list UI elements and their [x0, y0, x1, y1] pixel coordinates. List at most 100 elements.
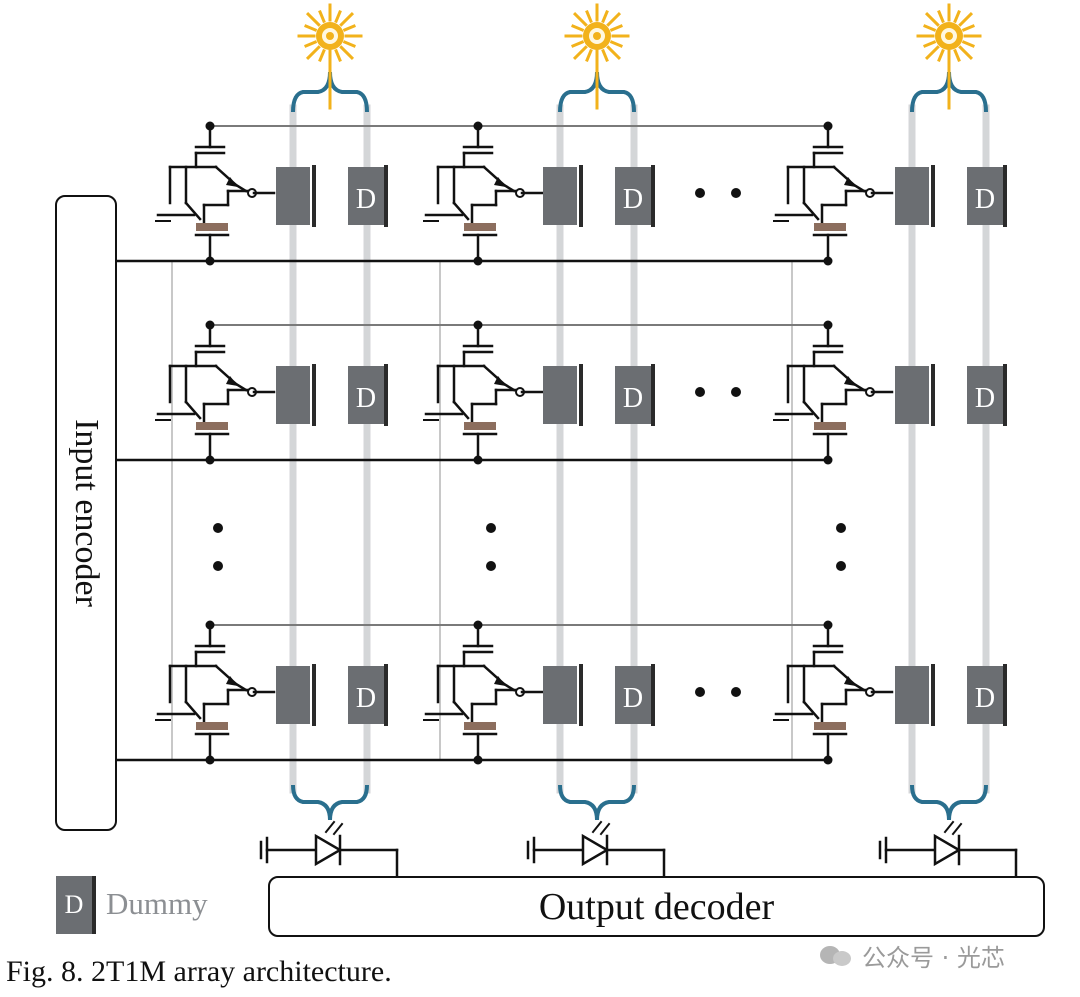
junction-dot: [205, 620, 215, 630]
transistor-icon: [155, 121, 276, 266]
photodiode-icon: [259, 820, 399, 878]
transistor-icon: [155, 320, 276, 465]
legend-dummy-letter: D: [64, 890, 84, 919]
ellipsis-dot: [695, 687, 705, 697]
junction-dot: [473, 121, 483, 131]
input-encoder-label: Input encoder: [68, 419, 105, 607]
ground-icon: [878, 836, 888, 864]
ellipsis-dot: [486, 561, 496, 571]
channel-layer: [196, 422, 228, 430]
junction-dot: [205, 256, 215, 266]
sun-light-source-icon: [297, 3, 363, 110]
sun-light-source-icon: [564, 3, 630, 110]
memristor-block: [543, 167, 577, 225]
wave-bracket-icon: [291, 784, 369, 821]
cell-2t1m: [423, 320, 544, 465]
dummy-letter: D: [975, 184, 995, 215]
watermark: 公众号 · 光芯: [820, 938, 1005, 973]
transistor-icon: [773, 121, 894, 266]
ground-icon: [526, 836, 536, 864]
transistor-icon: [155, 620, 276, 765]
transistor-icon: [773, 620, 894, 765]
junction-dot: [205, 755, 215, 765]
transistor-icon: [773, 320, 894, 465]
wechat-icon: [820, 944, 854, 968]
dummy-letter: D: [623, 383, 643, 414]
wave-bracket-icon: [910, 784, 988, 821]
transistor-icon: [423, 320, 544, 465]
junction-dot: [473, 256, 483, 266]
ellipsis-dot: [836, 523, 846, 533]
channel-layer: [814, 223, 846, 231]
dummy-block: [967, 167, 1003, 225]
junction-dot: [823, 256, 833, 266]
transistor-icon: [423, 620, 544, 765]
ellipsis-dot: [695, 387, 705, 397]
junction-dot: [823, 455, 833, 465]
dummy-block: [967, 366, 1003, 424]
ellipsis-dot: [213, 523, 223, 533]
dummy-block: [348, 366, 384, 424]
dummy-letter: D: [356, 383, 376, 414]
dummy-letter: D: [623, 184, 643, 215]
legend-dummy-symbol: D: [56, 876, 96, 934]
ellipsis-dot: [695, 188, 705, 198]
junction-dot: [205, 121, 215, 131]
channel-layer: [464, 722, 496, 730]
ellipsis-dot: [213, 561, 223, 571]
watermark-text: 公众号 · 光芯: [862, 944, 1005, 972]
junction-dot: [823, 620, 833, 630]
channel-layer: [196, 722, 228, 730]
cell-2t1m: [423, 620, 544, 765]
ellipsis-dot: [731, 387, 741, 397]
dummy-block: [348, 167, 384, 225]
channel-layer: [814, 422, 846, 430]
junction-dot: [205, 455, 215, 465]
dummy-letter: D: [975, 383, 995, 414]
cell-2t1m: [423, 121, 544, 266]
dummy-block: [967, 666, 1003, 724]
cell-2t1m: [773, 121, 894, 266]
memristor-block: [276, 366, 310, 424]
junction-dot: [473, 455, 483, 465]
memristor-block: [543, 666, 577, 724]
channel-layer: [464, 422, 496, 430]
legend-dummy-label: Dummy: [106, 886, 208, 921]
dummy-block: [615, 167, 651, 225]
photodiode-icon: [878, 820, 1018, 878]
transistor-icon: [423, 121, 544, 266]
wave-bracket-icon: [558, 784, 636, 821]
channel-layer: [814, 722, 846, 730]
dummy-letter: D: [623, 683, 643, 714]
output-decoder-box: Output decoder: [268, 876, 1045, 937]
cell-2t1m: [155, 320, 276, 465]
memristor-block: [276, 666, 310, 724]
memristor-block: [895, 167, 929, 225]
junction-dot: [473, 755, 483, 765]
ellipsis-dot: [731, 188, 741, 198]
junction-dot: [823, 121, 833, 131]
junction-dot: [823, 320, 833, 330]
ellipsis-dot: [836, 561, 846, 571]
cell-2t1m: [155, 620, 276, 765]
dummy-block: [615, 366, 651, 424]
sun-light-source-icon: [916, 3, 982, 110]
dummy-block: [348, 666, 384, 724]
channel-layer: [196, 223, 228, 231]
dummy-letter: D: [356, 683, 376, 714]
photodiode-icon: [526, 820, 666, 878]
junction-dot: [823, 755, 833, 765]
junction-dot: [473, 320, 483, 330]
junction-dot: [205, 320, 215, 330]
ellipsis-dot: [486, 523, 496, 533]
cell-2t1m: [773, 320, 894, 465]
dummy-letter: D: [356, 184, 376, 215]
ground-icon: [259, 836, 269, 864]
memristor-block: [276, 167, 310, 225]
cell-2t1m: [155, 121, 276, 266]
dummy-letter: D: [975, 683, 995, 714]
memristor-block: [895, 366, 929, 424]
output-decoder-label: Output decoder: [538, 885, 775, 928]
cell-2t1m: [773, 620, 894, 765]
